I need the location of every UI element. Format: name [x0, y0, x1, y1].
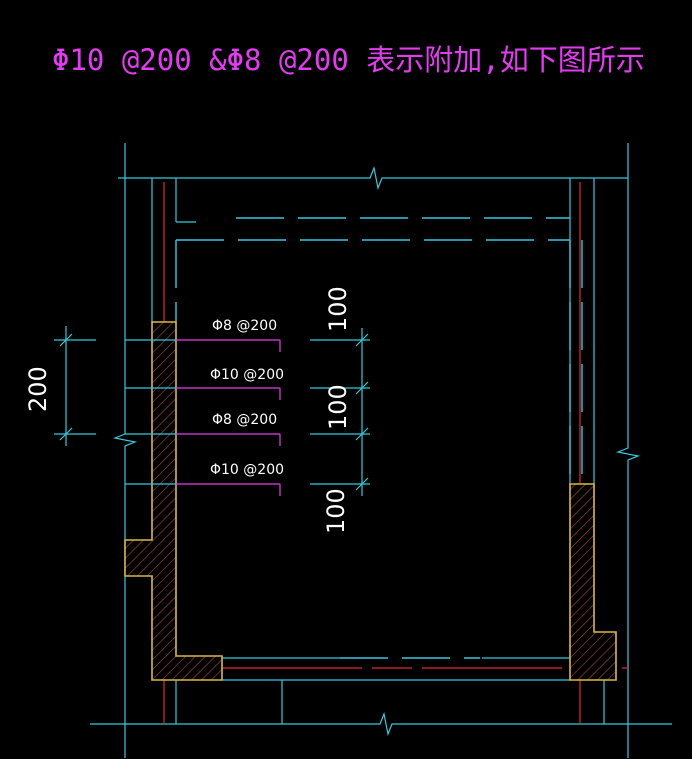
rebar-labels: Φ8 @200 Φ10 @200 Φ8 @200 Φ10 @200	[210, 318, 284, 478]
bottom-axis-line	[90, 711, 672, 737]
rebar-label-4: Φ10 @200	[210, 462, 284, 478]
dim-left-200: 200	[24, 366, 52, 412]
dim-right-mid-100: 100	[324, 384, 352, 430]
top-axis-line	[118, 165, 628, 191]
rebar-label-1: Φ8 @200	[212, 318, 277, 334]
dim-right-top-100: 100	[324, 286, 352, 332]
drawing-title: Φ10 @200 &Φ8 @200 表示附加,如下图所示	[52, 43, 645, 77]
right-axis-line	[615, 143, 641, 758]
right-wall	[569, 483, 617, 681]
right-dimension	[310, 328, 370, 496]
left-wall	[124, 321, 223, 681]
rebar-label-3: Φ8 @200	[212, 412, 277, 428]
dim-right-bottom-100: 100	[322, 488, 350, 534]
red-axis-lines	[163, 182, 628, 724]
rebar-lines	[125, 339, 281, 496]
left-dimension	[54, 326, 96, 446]
rebar-label-2: Φ10 @200	[210, 367, 284, 383]
grid-lines	[90, 143, 672, 758]
inner-dashed-boundary	[175, 217, 583, 659]
left-axis-line	[112, 143, 138, 758]
